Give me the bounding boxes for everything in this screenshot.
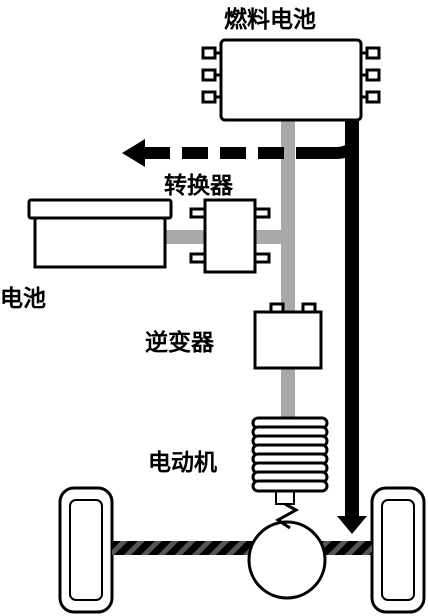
battery-icon [27,198,173,269]
charge-arrow [122,121,359,167]
fuel-cell-icon [201,38,381,122]
inverter-label: 逆变器 [145,329,215,356]
fuel-cell-label: 燃料电池 [224,6,316,33]
battery-label: 电池 [0,286,46,312]
converter-label: 转换器 [164,172,234,199]
drive-power-arrow [337,120,367,534]
bus-vertical [281,118,295,420]
left-wheel [58,486,114,614]
right-wheel [370,486,426,614]
motor-label: 电动机 [148,450,217,476]
axle [112,541,372,555]
inverter-icon [253,302,323,370]
converter-icon [189,198,271,274]
differential [247,520,327,600]
motor-icon [251,416,329,493]
